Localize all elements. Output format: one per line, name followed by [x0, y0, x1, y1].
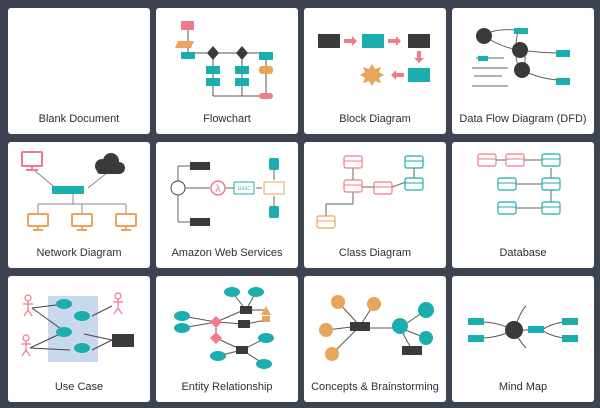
class-diagram-icon: [316, 155, 424, 229]
template-entity-relationship[interactable]: Entity Relationship: [156, 276, 298, 402]
template-blank-document[interactable]: Blank Document: [8, 8, 150, 134]
template-network-diagram[interactable]: Network Diagram: [8, 142, 150, 268]
flowchart-icon: [175, 21, 273, 99]
brainstorm-icon: [319, 295, 434, 361]
template-block-diagram[interactable]: Block Diagram: [304, 8, 446, 134]
blank-icon: [8, 8, 150, 108]
template-label: Class Diagram: [338, 247, 412, 259]
template-mind-map[interactable]: Mind Map: [452, 276, 594, 402]
dfd-icon: [472, 28, 570, 87]
block-diagram-icon: [318, 34, 430, 86]
template-class-diagram[interactable]: Class Diagram: [304, 142, 446, 268]
database-icon: [477, 153, 561, 215]
aws-icon: λ LOGIC: [170, 158, 285, 226]
template-label: Data Flow Diagram (DFD): [459, 113, 587, 125]
template-database[interactable]: Database: [452, 142, 594, 268]
entity-relationship-icon: [174, 287, 274, 369]
template-label: Blank Document: [38, 113, 120, 125]
template-concepts-brainstorming[interactable]: Concepts & Brainstorming: [304, 276, 446, 402]
template-label: Entity Relationship: [181, 381, 273, 393]
template-label: Amazon Web Services: [171, 247, 283, 259]
aws-logic-label: LOGIC: [238, 186, 251, 191]
mind-map-icon: [468, 305, 578, 349]
template-label: Block Diagram: [339, 113, 411, 125]
template-label: Concepts & Brainstorming: [311, 381, 439, 393]
aws-lambda-glyph: λ: [215, 184, 221, 195]
template-label: Network Diagram: [36, 247, 122, 259]
template-use-case[interactable]: Use Case: [8, 276, 150, 402]
template-aws[interactable]: λ LOGIC Amazon Web Services: [156, 142, 298, 268]
network-icon: [21, 151, 137, 231]
template-label: Database: [499, 247, 547, 259]
template-label: Use Case: [54, 381, 104, 393]
template-dfd[interactable]: Data Flow Diagram (DFD): [452, 8, 594, 134]
template-flowchart[interactable]: Flowchart: [156, 8, 298, 134]
template-label: Mind Map: [498, 381, 548, 393]
use-case-icon: [21, 292, 134, 362]
template-label: Flowchart: [203, 113, 251, 125]
